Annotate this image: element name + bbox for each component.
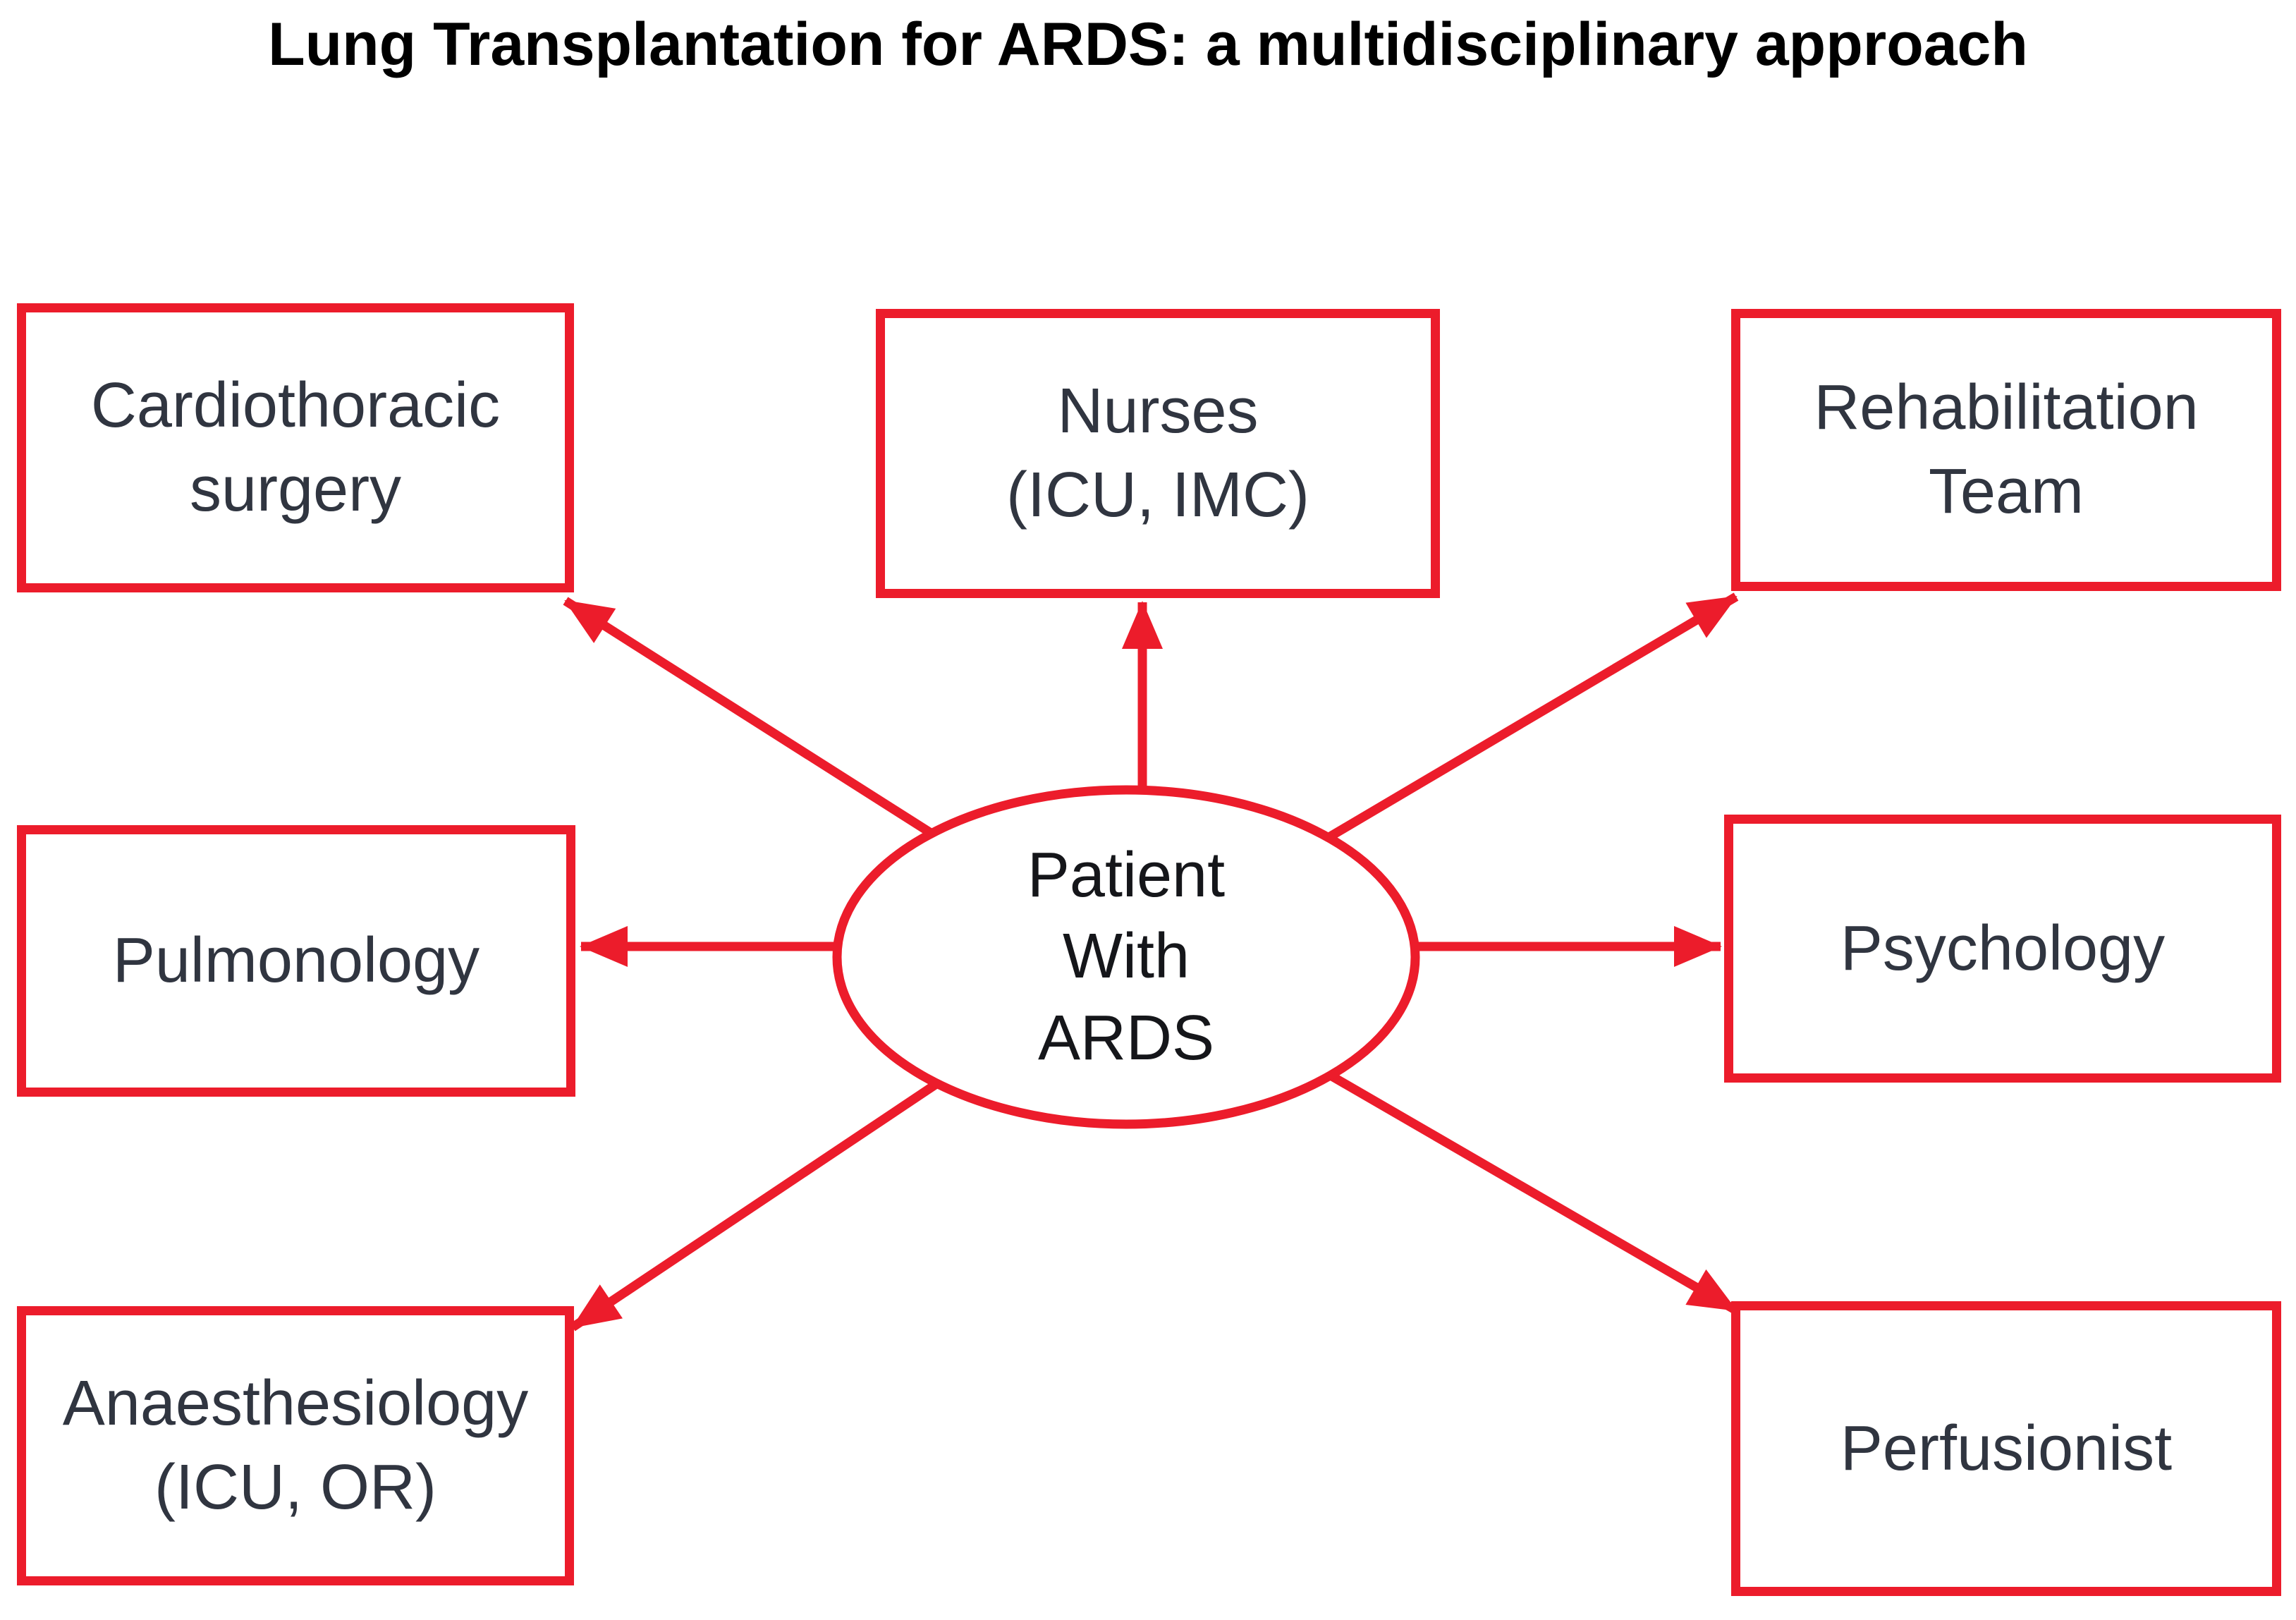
node-pulmonology: Pulmonology <box>17 825 575 1097</box>
node-label-line: Psychology <box>1840 913 2166 984</box>
center-label-line: ARDS <box>1037 1002 1215 1073</box>
node-label-line: Team <box>1928 456 2084 527</box>
node-anaesthesiology: Anaesthesiology (ICU, OR) <box>17 1306 574 1585</box>
node-nurses: Nurses (ICU, IMC) <box>876 309 1440 598</box>
node-label-line: surgery <box>189 454 402 525</box>
node-cardiothoracic-surgery: Cardiothoracic surgery <box>17 303 574 592</box>
node-label-line: Cardiothoracic <box>90 370 501 441</box>
node-label-line: Nurses <box>1057 376 1259 447</box>
node-label-line: Rehabilitation <box>1814 372 2199 444</box>
node-perfusionist: Perfusionist <box>1731 1301 2281 1596</box>
node-label-line: (ICU, IMC) <box>1006 460 1309 530</box>
node-label-line: Pulmonology <box>112 925 480 997</box>
node-rehabilitation-team: Rehabilitation Team <box>1731 309 2281 591</box>
patient-ellipse-label: Patient With ARDS <box>837 790 1415 1124</box>
node-psychology: Psychology <box>1724 815 2281 1083</box>
node-label-line: Perfusionist <box>1840 1413 2173 1484</box>
node-label-line: (ICU, OR) <box>154 1452 436 1523</box>
diagram-title: Lung Transplantation for ARDS: a multidi… <box>268 11 2028 78</box>
center-label-line: Patient <box>1027 840 1226 911</box>
patient-ellipse <box>832 785 1420 1129</box>
node-label-line: Anaesthesiology <box>62 1368 529 1439</box>
center-label-line: With <box>1063 921 1190 992</box>
